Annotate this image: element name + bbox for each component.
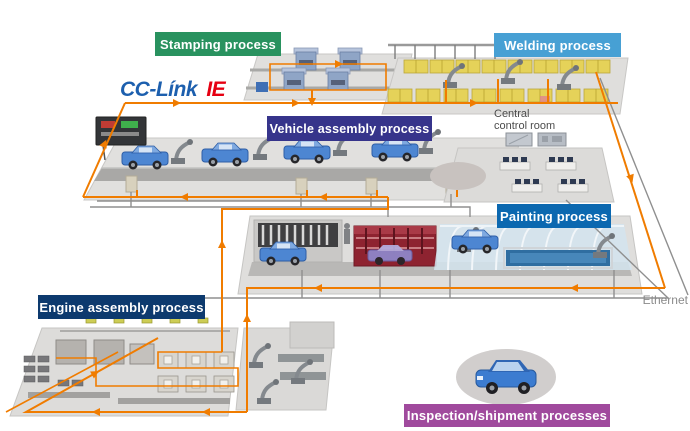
cclink-logo-ie: IE: [206, 78, 226, 101]
ethernet-label: Ethernet: [642, 293, 688, 307]
central-control-room-line1: Central: [494, 108, 530, 120]
central-control-room-line2: control room: [494, 119, 556, 132]
central-control-room-area: [443, 132, 615, 203]
cclink-network-lines: [5, 63, 666, 413]
label-engine-assembly-process: Engine assembly process: [38, 295, 205, 319]
label-stamping-process: Stamping process: [155, 32, 281, 56]
painting-area: [237, 215, 643, 295]
engine-assembly-area: [9, 317, 335, 417]
label-vehicle-assembly-process: Vehicle assembly process: [267, 116, 432, 141]
label-inspection-shipment-processes: Inspection/shipment processes: [404, 404, 610, 427]
floor-shadow-oval: [430, 162, 486, 190]
cclink-ie-logo: CC-Línk IE: [120, 78, 226, 102]
network-arrows: [90, 60, 634, 416]
inspection-shipment-area: [456, 349, 556, 405]
label-welding-process: Welding process: [494, 33, 621, 57]
vehicle-assembly-area: [83, 116, 521, 201]
central-control-room-label: Central control room: [494, 108, 556, 132]
cclink-logo-text: CC-Línk: [120, 78, 198, 101]
label-painting-process: Painting process: [497, 204, 611, 228]
